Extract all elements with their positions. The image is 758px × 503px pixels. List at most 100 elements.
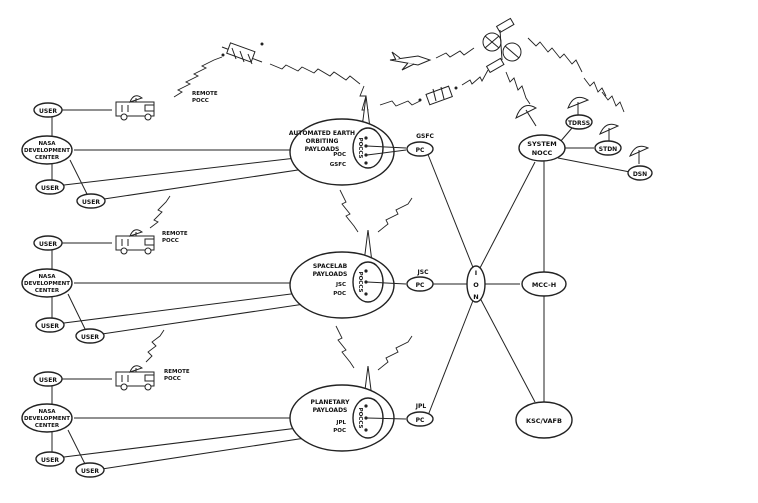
mcc-h-node: MCC-H [521,271,567,297]
nasa-dev-center-node: NASA DEVELOPMENT CENTER [21,403,73,433]
satellite-1-icon [221,42,264,65]
pc-node: PC [406,411,434,427]
ksc-vafb-node: KSC/VAFB [515,401,573,439]
user-node: USER [33,371,63,387]
tdrs-satellite-icon [482,17,522,74]
payload-label-line1: PLANETARY [311,399,351,406]
radio-link-tdrs-tdrss [527,37,583,73]
poc-label-2: POC [333,291,346,297]
nasa-label: NASA [38,274,56,280]
dsn-dish-icon [629,145,650,164]
group-gsfc: USER REMOTE POCC NASA DEVELOPMENT CENTER… [21,85,434,209]
user-node: USER [35,451,65,467]
development-label: DEVELOPMENT [24,148,70,154]
payload-label-line2: PAYLOADS [313,407,348,414]
remote-pocc-van [115,365,155,391]
tdrss-dish-icon [567,96,590,116]
ion-label-n: N [473,293,478,301]
radio-link-stdn [583,77,607,97]
pc-node: PC [406,276,434,292]
poccs-ellipse [352,127,384,169]
remote-pocc-van [115,95,155,121]
stdn-node: STDN [594,140,622,156]
poc-label-2: GSFC [330,162,346,168]
pc-node: PC [406,141,434,157]
nasa-dev-center-node: NASA DEVELOPMENT CENTER [21,268,73,298]
user-node: USER [75,328,105,344]
development-label: DEVELOPMENT [24,416,70,422]
system-nocc-label-line2: NOCC [532,149,553,157]
center-label: CENTER [35,155,60,161]
dsn-label: DSN [633,171,647,178]
nasa-label: NASA [38,409,56,415]
payload-label-line2: ORBITING [306,138,339,145]
user-label: USER [81,468,99,475]
user-node: USER [76,193,106,209]
radio-link-sat1-left [173,56,223,98]
pc-label: PC [416,282,425,289]
poc-label-1: JPL [335,420,346,426]
stdn-label: STDN [599,146,617,153]
radio-link-tdrs-sat2 [461,69,489,86]
remote-pocc-van [115,229,155,255]
poc-label-2: POC [333,428,346,434]
user-label: USER [41,457,59,464]
user-node: USER [35,179,65,195]
user-node: USER [75,462,105,478]
center-label: CENTER [35,288,60,294]
user-label: USER [41,323,59,330]
tdrss-label: TDRSS [568,120,590,127]
ion-label-i: I [475,269,477,277]
user-node: USER [35,317,65,333]
group-jsc: USER REMOTE POCC NASA DEVELOPMENT CENTER… [21,189,434,344]
user-label: USER [39,377,57,384]
ksc-vafb-label: KSC/VAFB [526,417,562,425]
space-shuttle-icon [389,51,432,71]
ion-label-o: O [473,281,479,289]
payload-label-line1: AUTOMATED EARTH [289,130,355,137]
stdn-dish-icon [599,123,620,141]
remote-pocc-label-line2: POCC [162,238,179,244]
radio-link-dsn [601,91,625,113]
nasa-label: NASA [38,141,56,147]
remote-pocc-label-line1: REMOTE [164,369,190,375]
remote-pocc-label-line1: REMOTE [192,91,218,97]
poc-label-1: POC [333,152,346,158]
radio-link-sat2 [379,100,421,107]
pc-label: PC [416,147,425,154]
user-label: USER [39,108,57,115]
payload-label-line3: PAYLOADS [305,146,340,153]
poccs-label: POCCS [357,272,363,293]
mcc-h-label: MCC-H [532,281,556,289]
user-label: USER [41,185,59,192]
user-label: USER [82,199,100,206]
remote-pocc-label-line2: POCC [192,98,209,104]
payload-label-line1: SPACELAB [313,263,348,270]
payload-label-line2: PAYLOADS [313,271,348,278]
center-code-label: GSFC [416,133,434,140]
poc-label-1: JSC [335,282,346,288]
poccs-label: POCCS [357,408,363,429]
dsn-node: DSN [627,165,653,181]
remote-pocc-label-line2: POCC [164,376,181,382]
radio-link-sat1-right [269,63,361,85]
center-code-label: JSC [417,269,430,276]
group-jpl: USER REMOTE POCC NASA DEVELOPMENT CENTER… [21,325,434,478]
center-label: CENTER [35,423,60,429]
user-node: USER [33,102,63,118]
satellite-2-icon [418,85,458,106]
development-label: DEVELOPMENT [24,281,70,287]
system-nocc-label-line1: SYSTEM [527,140,556,148]
nasa-dev-center-node: NASA DEVELOPMENT CENTER [21,135,73,165]
radio-link-shuttle-tdrs [435,47,475,59]
system-nocc-node: SYSTEM NOCC [518,134,566,162]
ion-node: I O N [466,265,486,303]
nocc-dish-icon [515,105,538,127]
pc-label: PC [416,417,425,424]
user-node: USER [33,235,63,251]
tdrss-node: TDRSS [565,114,593,130]
poccs-label: POCCS [357,138,363,159]
radio-link-tdrs-down [505,71,531,105]
user-label: USER [39,241,57,248]
